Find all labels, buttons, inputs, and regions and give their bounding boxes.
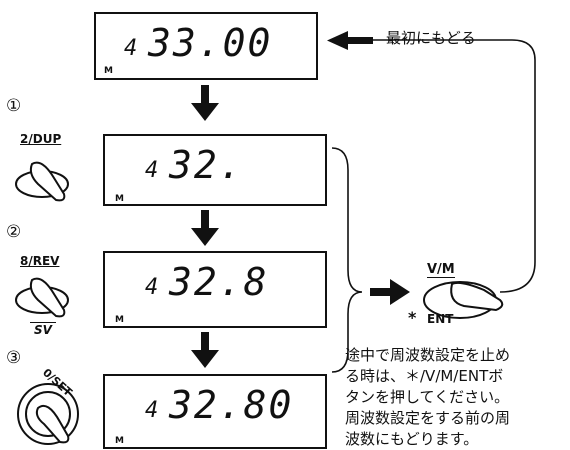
lcd-mode-mark: M	[115, 194, 124, 204]
finger-icon	[450, 281, 504, 312]
lcd-mode-mark: M	[115, 315, 124, 325]
lcd-display-step3: 4 32.80 M	[103, 374, 327, 449]
return-line	[370, 39, 536, 293]
lcd-lead-digit: 4	[145, 398, 159, 423]
lcd-value: 32.	[169, 143, 244, 187]
return-to-start-label: 最初にもどる	[386, 29, 476, 47]
step-marker-3: ③	[6, 348, 22, 368]
down-arrow-2-icon	[191, 210, 219, 246]
button-label-vm: V/M	[427, 262, 455, 278]
button-ring-icon	[17, 383, 79, 445]
lcd-lead-digit: 4	[124, 36, 138, 61]
bracket-icon	[331, 147, 363, 373]
step-marker-2: ②	[6, 222, 22, 242]
press-button-0-set[interactable]	[14, 370, 90, 446]
button-sub-label-sv: SV	[30, 322, 56, 337]
instruction-note: 途中で周波数設定を止め る時は、＊/V/M/ENTボ タンを押してください。 周…	[345, 346, 511, 448]
finger-icon	[35, 404, 70, 444]
down-arrow-3-icon	[191, 332, 219, 368]
press-button-2-dup[interactable]	[10, 150, 80, 210]
lcd-lead-digit: 4	[145, 158, 159, 183]
button-label-2-dup: 2/DUP	[20, 132, 62, 146]
lcd-display-initial: 4 33.00 M	[94, 12, 318, 80]
button-star-mark: *	[408, 308, 417, 327]
finger-icon	[29, 277, 66, 318]
right-arrow-icon	[370, 279, 410, 305]
down-arrow-1-icon	[191, 85, 219, 121]
lcd-value: 33.00	[148, 21, 273, 65]
button-label-ent: ENT	[427, 312, 454, 326]
step-marker-1: ①	[6, 96, 22, 116]
button-label-8-rev: 8/REV	[20, 254, 60, 268]
button-ring-inner-icon	[25, 391, 71, 437]
return-arrow-icon	[327, 31, 373, 50]
finger-icon	[29, 161, 66, 202]
lcd-value: 32.8	[169, 260, 269, 304]
press-button-8-rev[interactable]	[10, 270, 80, 324]
press-button-vm-ent[interactable]	[414, 278, 514, 330]
lcd-lead-digit: 4	[145, 275, 159, 300]
lcd-display-step1: 4 32. M	[103, 134, 327, 206]
lcd-mode-mark: M	[115, 436, 124, 446]
lcd-mode-mark: M	[104, 66, 113, 76]
lcd-value: 32.80	[169, 383, 294, 427]
lcd-display-step2: 4 32.8 M	[103, 251, 327, 328]
